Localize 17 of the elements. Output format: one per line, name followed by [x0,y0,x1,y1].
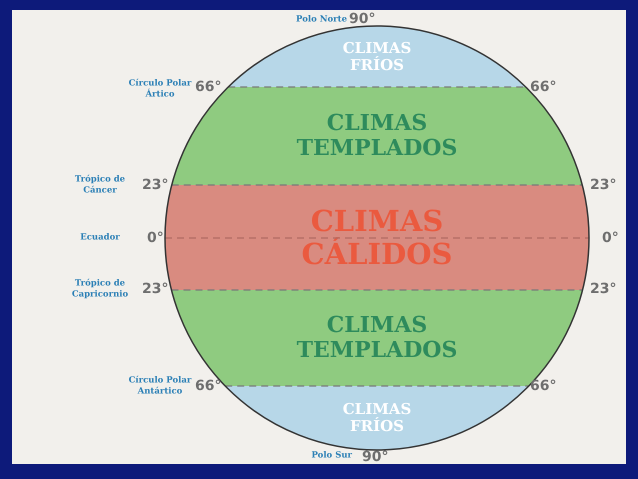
latitude-name: Ecuador [79,232,121,244]
degree-label: 90° [349,11,376,27]
degree-label: 0° [147,230,164,246]
latitude-name: Polo Sur [312,450,352,462]
degree-label: 23° [590,177,616,193]
degree-label: 66° [195,79,222,95]
degree-label: 66° [530,378,556,394]
degree-label: 0° [602,230,619,246]
latitude-name: Círculo Polar Ártico [128,78,192,100]
latitude-name: Círculo Polar Antártico [128,375,192,397]
degree-label: 66° [530,79,556,95]
latitude-name: Trópico de Capricornio [70,278,130,300]
latitude-name: Trópico de Cáncer [74,174,126,196]
latitude-name: Polo Norte [296,14,347,26]
degree-label: 66° [195,378,222,394]
degree-label: 90° [362,449,388,465]
degree-label: 23° [590,281,616,297]
